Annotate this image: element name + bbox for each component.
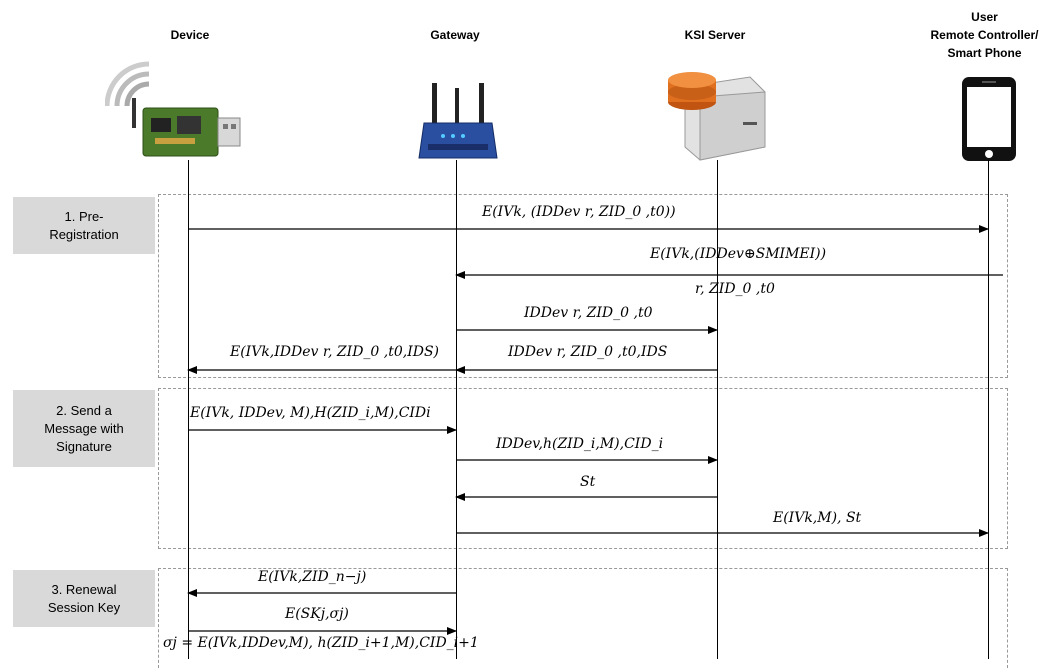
- server-icon: [668, 72, 766, 161]
- message-m11: E(IVk,ZID_n−j): [258, 569, 367, 585]
- lifeline-gateway: [456, 160, 457, 659]
- phase-2-section: [158, 388, 1008, 549]
- actor-device: Device: [170, 28, 210, 42]
- actor-user-line2: Remote Controller/: [930, 28, 1039, 42]
- phase-1-line2: Registration: [49, 226, 119, 242]
- phase-3-label: 3. Renewal Session Key: [13, 570, 155, 627]
- message-m2: E(IVk,(IDDev⊕SMIMEI)): [650, 246, 827, 262]
- phase-3-section: [158, 568, 1008, 668]
- actor-ksi-server: KSI Server: [684, 28, 746, 42]
- message-m9: St: [580, 474, 596, 490]
- lifeline-ksi-server: [717, 160, 718, 659]
- message-m10: E(IVk,M), St: [773, 510, 862, 526]
- smartphone-icon: [962, 77, 1016, 161]
- message-m3: r, ZID_0 ,t0: [695, 281, 775, 297]
- phase-3-line1: 3. Renewal: [51, 581, 117, 597]
- router-icon: [418, 83, 498, 159]
- actor-user-line1: User: [971, 10, 998, 24]
- phase-2-line3: Signature: [56, 438, 112, 454]
- phase-1-line1: 1. Pre-: [64, 208, 104, 224]
- actor-user-line3: Smart Phone: [947, 46, 1022, 60]
- phase-2-line1: 2. Send a: [56, 402, 112, 418]
- device-icon: [105, 61, 241, 157]
- lifeline-device: [188, 160, 189, 659]
- phase-1-label: 1. Pre- Registration: [13, 197, 155, 254]
- message-m7: E(IVk, IDDev, M),H(ZID_i,M),CIDi: [190, 405, 431, 421]
- actor-gateway: Gateway: [430, 28, 480, 42]
- message-m5: E(IVk,IDDev r, ZID_0 ,t0,IDS): [230, 344, 440, 360]
- phase-2-label: 2. Send a Message with Signature: [13, 390, 155, 467]
- phase-3-line2: Session Key: [47, 599, 121, 615]
- message-m8: IDDev,h(ZID_i,M),CID_i: [496, 436, 664, 452]
- phase-1-section: [158, 194, 1008, 378]
- phase-2-line2: Message with: [44, 420, 124, 436]
- lifeline-user: [988, 160, 989, 659]
- message-m13: σj = E(IVk,IDDev,M), h(ZID_i+1,M),CID_i+…: [163, 635, 479, 651]
- message-m6: IDDev r, ZID_0 ,t0,IDS: [508, 344, 668, 360]
- message-m1: E(IVk, (IDDev r, ZID_0 ,t0)): [482, 204, 676, 220]
- message-m4: IDDev r, ZID_0 ,t0: [524, 305, 653, 321]
- message-m12: E(SKj,σj): [285, 606, 349, 622]
- actor-user: User Remote Controller/ Smart Phone: [912, 8, 1057, 62]
